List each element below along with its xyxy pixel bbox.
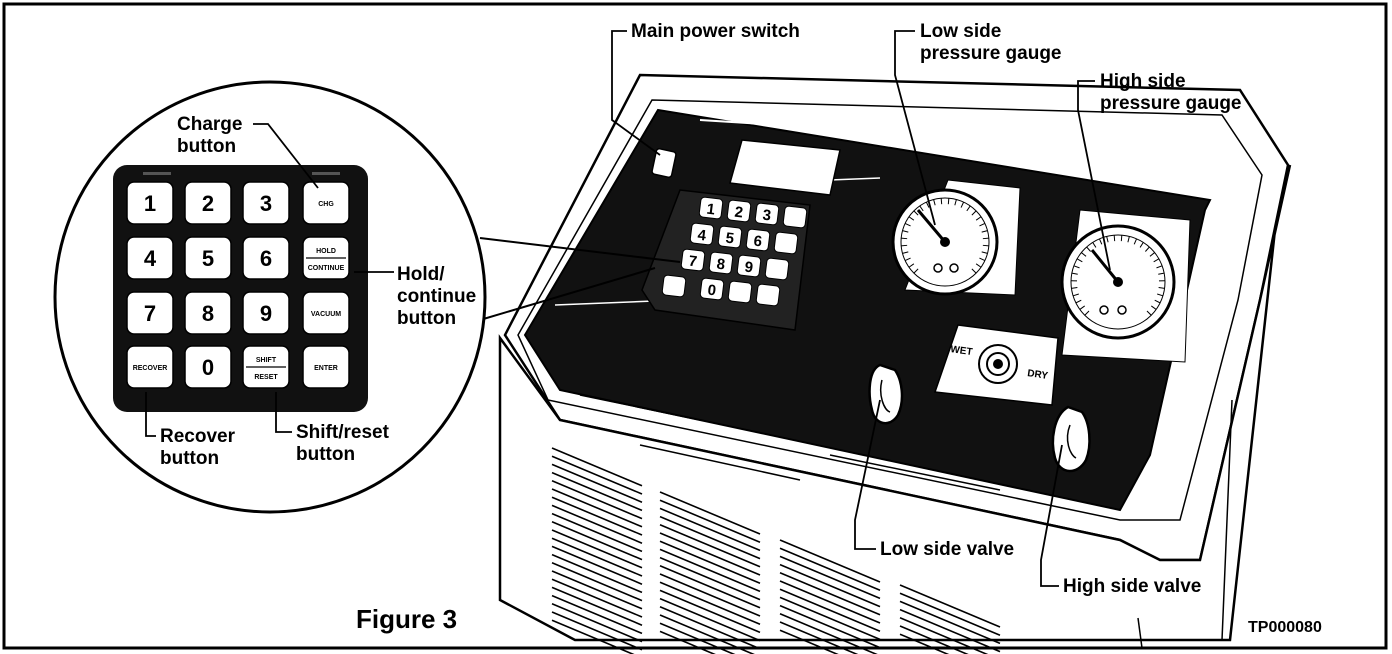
lcd-display xyxy=(729,139,841,196)
magnifier-connector-upper xyxy=(479,237,681,263)
part-number: TP000080 xyxy=(1248,619,1322,636)
selector-dry-label: DRY xyxy=(1027,368,1049,382)
machine-key xyxy=(661,274,687,298)
callout-low-side-valve: Low side valve xyxy=(880,539,1014,560)
machine-key: 0 xyxy=(699,277,725,301)
vacuum-button[interactable]: VACUUM xyxy=(302,291,350,335)
machine-key xyxy=(782,205,808,229)
machine-key: 7 xyxy=(680,248,706,272)
low-side-valve[interactable] xyxy=(868,363,904,425)
enter-button-label: ENTER xyxy=(314,365,338,372)
key-3[interactable]: 3 xyxy=(242,181,290,225)
charge-button[interactable]: CHG xyxy=(302,181,350,225)
high-side-pressure-gauge xyxy=(1060,224,1176,340)
machine-key: 1 xyxy=(698,196,724,220)
shift-reset-button-bottom-label: RESET xyxy=(254,374,278,381)
key-3-label: 3 xyxy=(260,191,272,216)
shift-reset-button[interactable]: SHIFT RESET xyxy=(242,345,290,389)
machine-key xyxy=(727,280,753,304)
callout-hold-line3: button xyxy=(397,308,456,329)
recover-button[interactable]: RECOVER xyxy=(126,345,174,389)
key-2-label: 2 xyxy=(202,191,214,216)
svg-text:5: 5 xyxy=(725,230,735,248)
machine-key: 9 xyxy=(736,254,762,278)
low-side-pressure-gauge xyxy=(891,188,999,296)
key-5[interactable]: 5 xyxy=(184,236,232,280)
svg-text:4: 4 xyxy=(697,227,708,245)
callout-charge-line1: Charge xyxy=(177,114,242,135)
machine-body xyxy=(498,164,1292,642)
key-7-label: 7 xyxy=(144,301,156,326)
key-9[interactable]: 9 xyxy=(242,291,290,335)
machine-key xyxy=(755,283,781,307)
vacuum-button-label: VACUUM xyxy=(311,311,341,318)
hold-continue-button[interactable]: HOLD CONTINUE xyxy=(302,236,350,280)
magnified-keypad-inset: 1 2 3 CHG 4 5 6 HOLD CONTINUE 7 8 9 VACUUM RECOVER 0 SH… xyxy=(53,80,487,514)
callout-main-power-switch: Main power switch xyxy=(631,21,800,42)
key-4[interactable]: 4 xyxy=(126,236,174,280)
key-6-label: 6 xyxy=(260,246,272,271)
key-2[interactable]: 2 xyxy=(184,181,232,225)
cabinet-vent-grille xyxy=(551,447,1001,654)
machine-key: 3 xyxy=(754,202,780,226)
machine-key: 5 xyxy=(717,225,743,249)
svg-text:0: 0 xyxy=(707,282,717,300)
machine-key xyxy=(773,231,799,255)
magnifier-connector-lower xyxy=(479,267,656,321)
key-6[interactable]: 6 xyxy=(242,236,290,280)
key-0[interactable]: 0 xyxy=(184,345,232,389)
key-0-label: 0 xyxy=(202,355,214,380)
callout-high-side-gauge-line2: pressure gauge xyxy=(1100,93,1242,114)
machine-key: 2 xyxy=(726,199,752,223)
figure-label: Figure 3 xyxy=(356,604,457,634)
shift-reset-button-top-label: SHIFT xyxy=(256,357,277,364)
key-1-label: 1 xyxy=(144,191,156,216)
selector-wet-label: WET xyxy=(950,344,974,358)
callout-low-side-gauge-line1: Low side xyxy=(920,21,1001,42)
machine-key: 8 xyxy=(708,251,734,275)
machine-key: 4 xyxy=(689,222,715,246)
svg-text:3: 3 xyxy=(762,207,772,225)
main-power-switch[interactable] xyxy=(651,148,677,178)
svg-text:9: 9 xyxy=(744,259,754,277)
charge-button-label: CHG xyxy=(318,201,334,208)
key-5-label: 5 xyxy=(202,246,214,271)
key-7[interactable]: 7 xyxy=(126,291,174,335)
hold-continue-button-top-label: HOLD xyxy=(316,248,336,255)
callout-shift-line1: Shift/reset xyxy=(296,422,390,443)
callout-hold-line2: continue xyxy=(397,286,476,307)
hold-continue-button-bottom-label: CONTINUE xyxy=(308,265,345,272)
machine-key xyxy=(764,257,790,281)
callout-high-side-valve: High side valve xyxy=(1063,576,1201,597)
callout-charge-line2: button xyxy=(177,136,236,157)
callout-low-side-gauge-line2: pressure gauge xyxy=(920,43,1062,64)
key-8[interactable]: 8 xyxy=(184,291,232,335)
high-side-valve[interactable] xyxy=(1051,405,1091,473)
key-4-label: 4 xyxy=(144,246,157,271)
callout-high-side-gauge-line1: High side xyxy=(1100,71,1186,92)
recover-button-label: RECOVER xyxy=(133,365,168,372)
svg-text:7: 7 xyxy=(688,253,698,271)
enter-button[interactable]: ENTER xyxy=(302,345,350,389)
wet-dry-selector[interactable]: WET DRY xyxy=(933,324,1059,406)
callouts: Main power switch Low side pressure gaug… xyxy=(145,21,1242,597)
svg-text:2: 2 xyxy=(734,204,744,222)
svg-text:8: 8 xyxy=(716,256,726,274)
callout-shift-line2: button xyxy=(296,444,355,465)
callout-hold-line1: Hold/ xyxy=(397,264,445,285)
key-8-label: 8 xyxy=(202,301,214,326)
svg-text:6: 6 xyxy=(753,233,763,251)
machine-key: 6 xyxy=(745,228,771,252)
key-9-label: 9 xyxy=(260,301,272,326)
callout-recover-line1: Recover xyxy=(160,426,236,447)
key-1[interactable]: 1 xyxy=(126,181,174,225)
svg-text:1: 1 xyxy=(706,201,716,219)
callout-recover-line2: button xyxy=(160,448,219,469)
